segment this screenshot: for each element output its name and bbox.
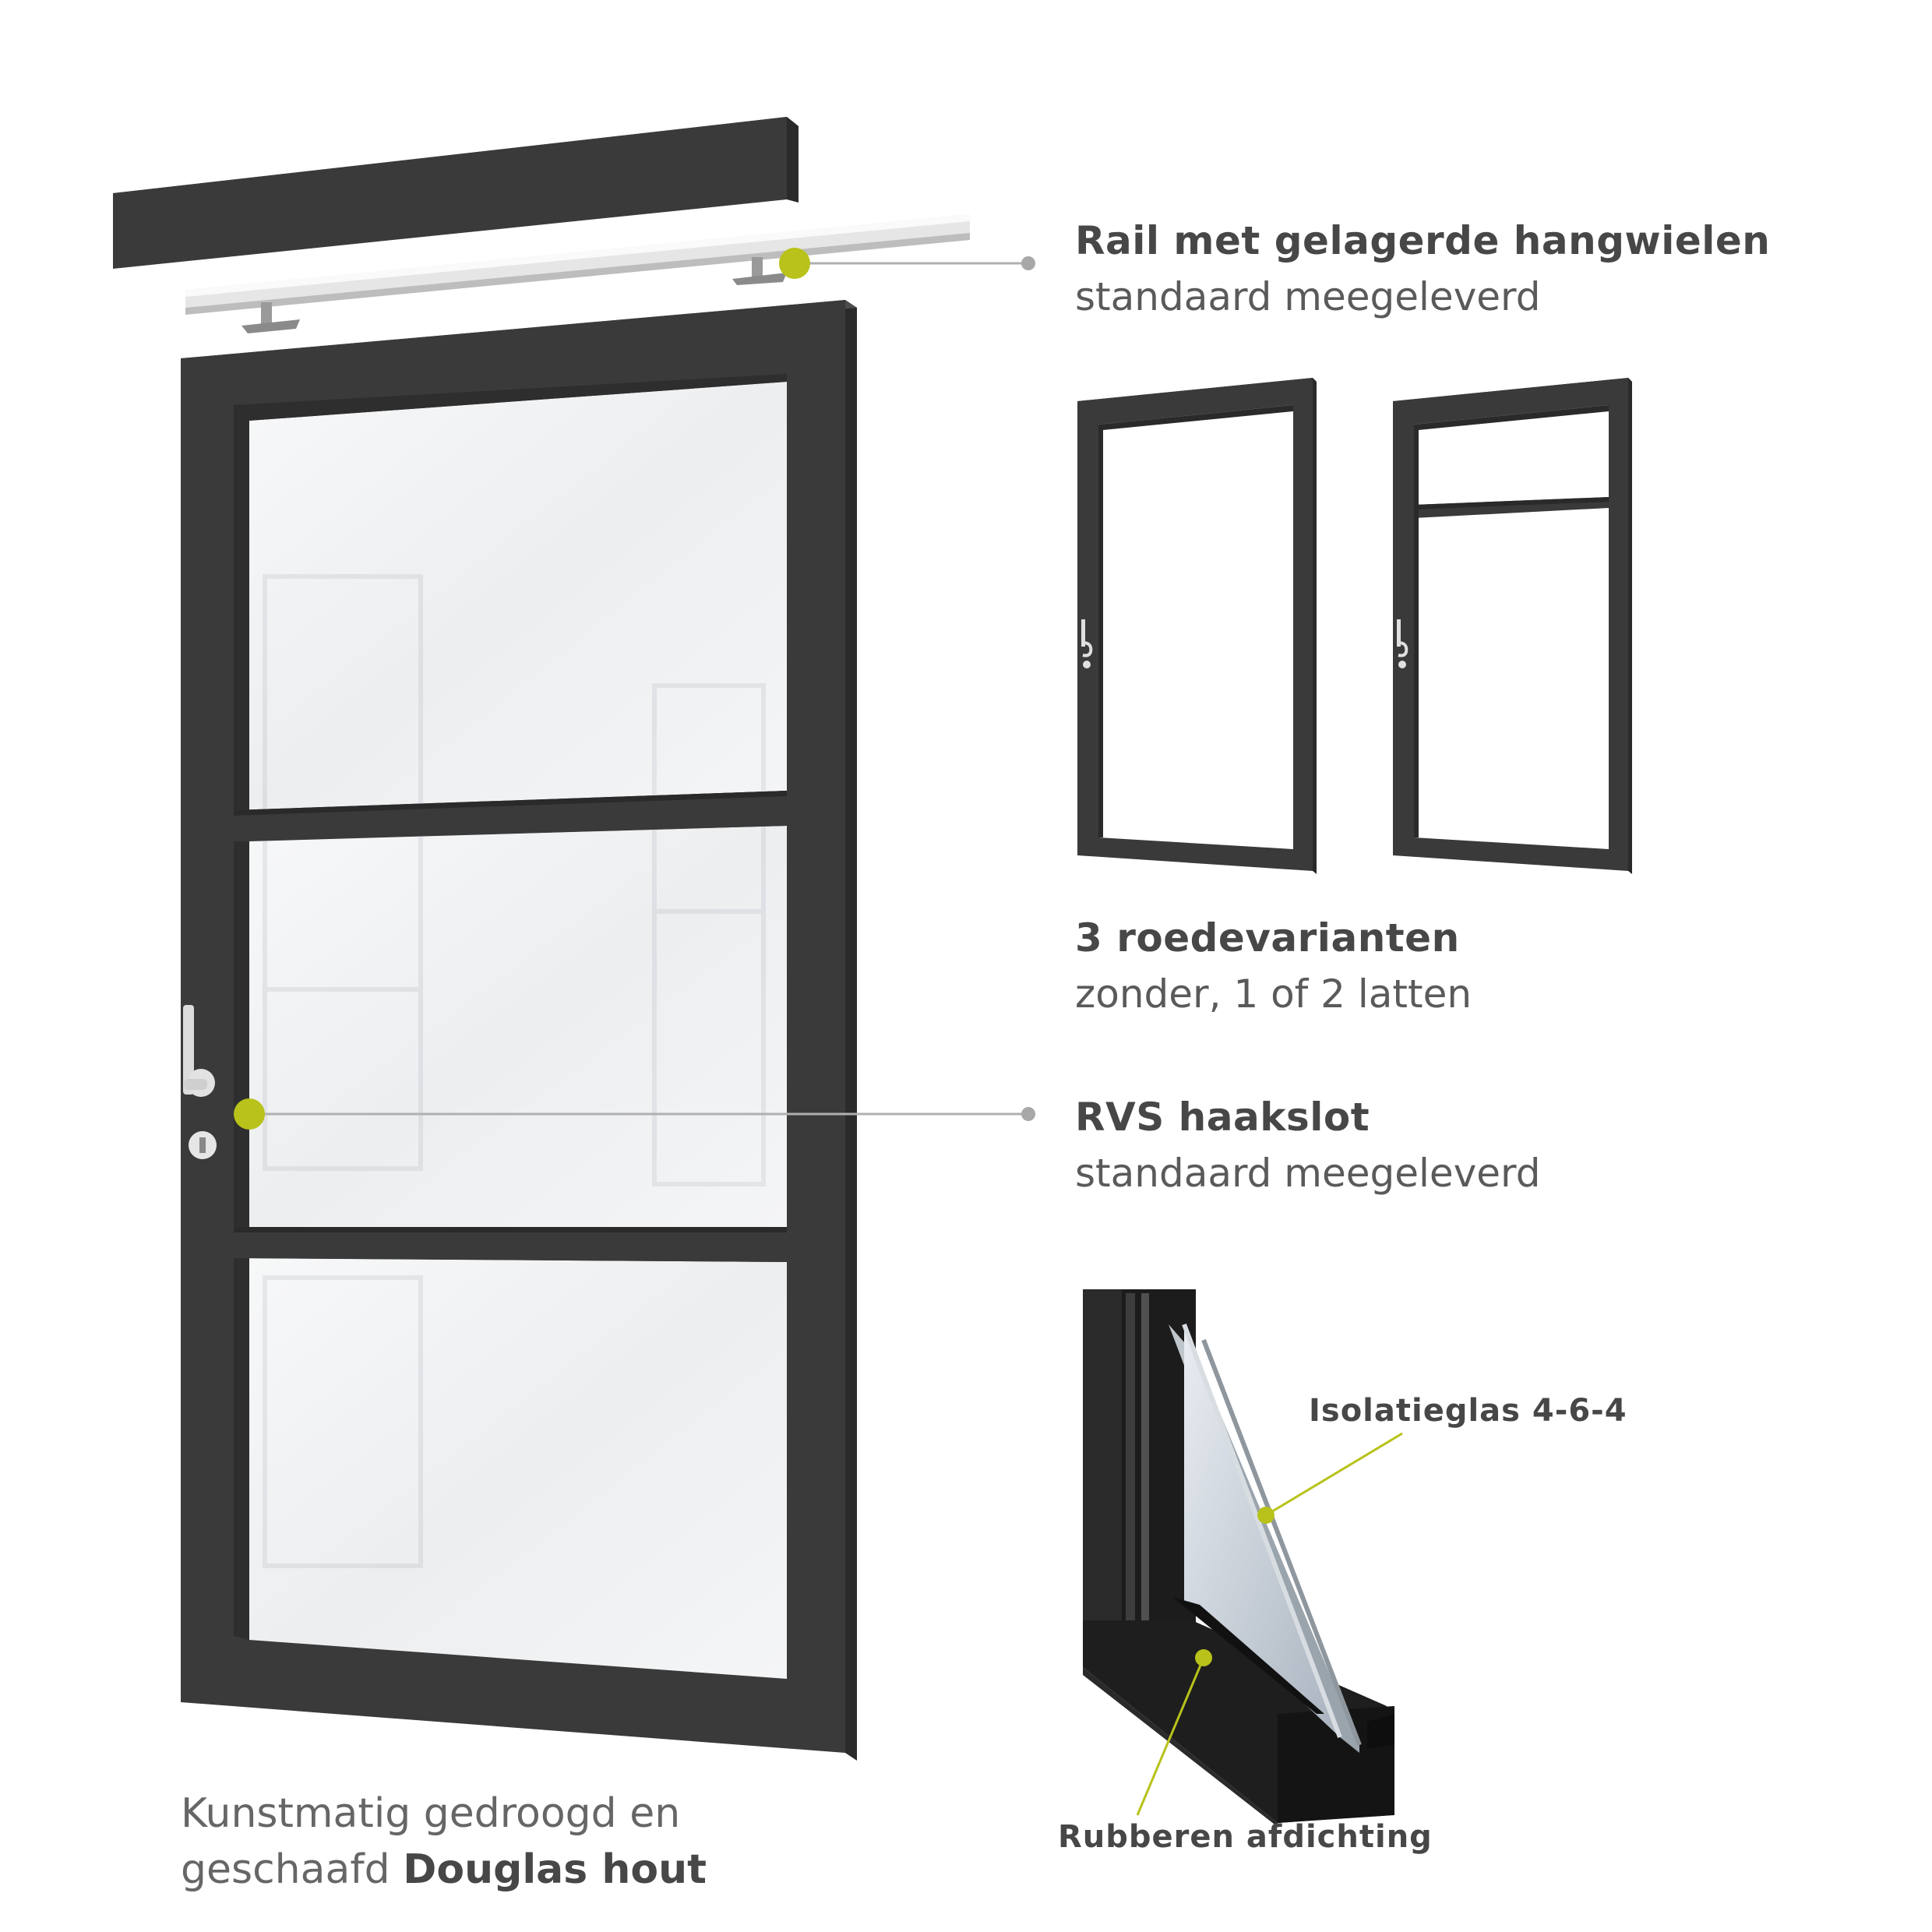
hanger-wheel-right <box>732 257 787 285</box>
hook-lock <box>183 1005 217 1159</box>
material-line-1: Kunstmatig gedroogd en <box>181 1790 681 1837</box>
hanger-wheel-left <box>242 302 300 333</box>
insulated-glass <box>1169 1323 1362 1753</box>
profile-cross-section <box>1083 1289 1394 1827</box>
rail-title: Rail met gelagerde hangwielen <box>1075 218 1771 263</box>
sliding-door <box>181 300 857 1761</box>
glass-callout <box>1257 1432 1403 1524</box>
wooden-beam <box>113 117 799 269</box>
door-muntins <box>234 791 787 1262</box>
variants-title: 3 roedevarianten <box>1075 915 1460 961</box>
material-wood-type: Douglas hout <box>403 1846 707 1893</box>
seal-label: Rubberen afdichting <box>1058 1819 1433 1855</box>
lock-title: RVS haakslot <box>1075 1095 1370 1140</box>
lock-subtitle: standaard meegeleverd <box>1075 1151 1541 1196</box>
seal-callout <box>1136 1649 1212 1816</box>
glass-label: Isolatieglas 4-6-4 <box>1309 1393 1627 1429</box>
rail-subtitle: standaard meegeleverd <box>1075 274 1541 319</box>
rubber-seal <box>1172 1597 1394 1749</box>
variant-1-handle <box>1081 619 1093 668</box>
rail-callout <box>779 248 1035 279</box>
variant-2-handle <box>1397 619 1408 668</box>
material-prefix: geschaafd <box>181 1846 404 1893</box>
material-line-2: geschaafd Douglas hout <box>181 1846 707 1893</box>
variants-subtitle: zonder, 1 of 2 latten <box>1075 971 1472 1017</box>
door-glass <box>249 382 787 1679</box>
variant-one-muntin <box>1393 378 1632 874</box>
sliding-rail <box>185 214 970 333</box>
variant-no-muntin <box>1077 378 1317 874</box>
lock-callout <box>234 1098 1035 1130</box>
